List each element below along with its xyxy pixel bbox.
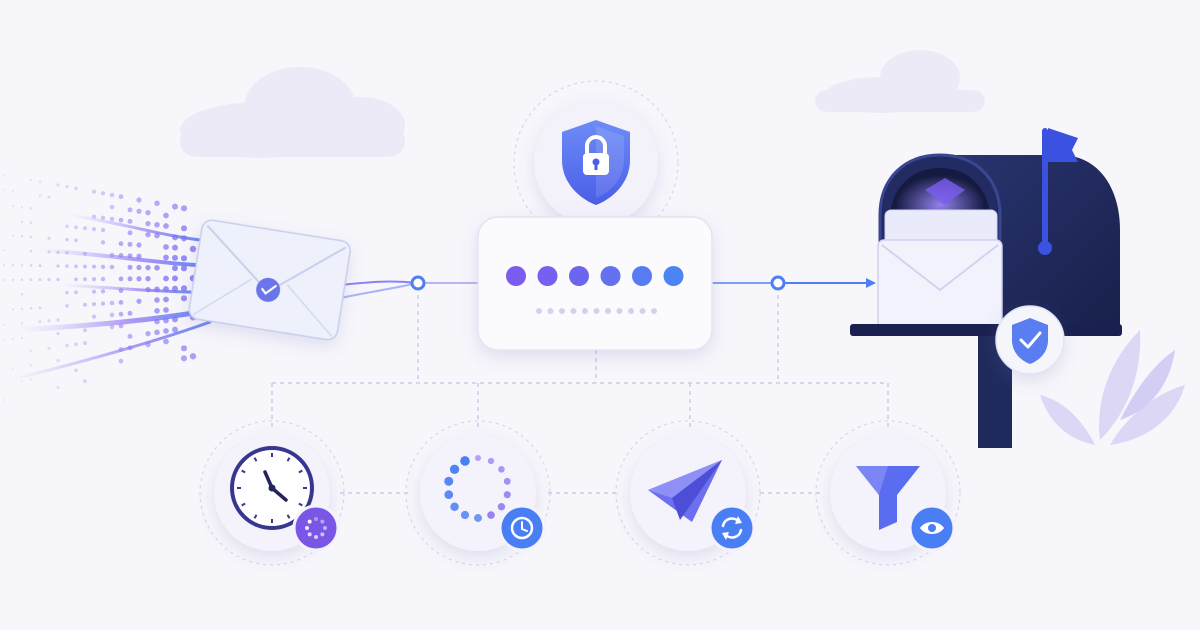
password-dot	[506, 266, 526, 286]
hint-dot	[536, 308, 542, 314]
ring-dot	[474, 514, 482, 522]
password-dot	[538, 266, 558, 286]
filter-step	[816, 421, 960, 565]
mailbox-icon	[850, 128, 1122, 448]
sealed-envelope-icon	[188, 219, 352, 341]
ring-dot	[461, 511, 469, 519]
password-dot	[664, 266, 684, 286]
ring-dot	[450, 465, 459, 474]
shield-check-icon	[996, 306, 1064, 374]
hint-dot	[640, 308, 646, 314]
hint-dot	[594, 308, 600, 314]
eye-icon	[910, 506, 954, 550]
loading-step	[406, 421, 550, 565]
cloud-left	[180, 67, 405, 158]
ring-dot	[475, 455, 481, 461]
hint-dot	[651, 308, 657, 314]
hint-dot	[582, 308, 588, 314]
password-dot	[632, 266, 652, 286]
hint-dot	[617, 308, 623, 314]
loading-dots-icon	[294, 506, 338, 550]
hint-dot	[628, 308, 634, 314]
speed-streaks	[10, 215, 210, 380]
password-dot	[601, 266, 621, 286]
clock-step	[200, 421, 344, 565]
ring-dot	[498, 503, 505, 510]
ring-dot	[444, 490, 453, 499]
password-card	[478, 217, 712, 350]
ring-dot	[498, 466, 505, 473]
password-dot	[569, 266, 589, 286]
hint-dot	[548, 308, 554, 314]
send-step	[616, 421, 760, 565]
ring-dot	[460, 456, 470, 466]
ring-dot	[450, 502, 458, 510]
ring-dot	[504, 478, 511, 485]
cloud-right	[815, 50, 985, 113]
ring-dot	[488, 458, 494, 464]
ring-dot	[487, 511, 495, 519]
hint-dot	[571, 308, 577, 314]
hint-dot	[559, 308, 565, 314]
refresh-icon	[710, 506, 754, 550]
hint-dot	[605, 308, 611, 314]
ring-dot	[504, 491, 511, 498]
small-clock-icon	[500, 506, 544, 550]
ring-dot	[444, 477, 453, 486]
